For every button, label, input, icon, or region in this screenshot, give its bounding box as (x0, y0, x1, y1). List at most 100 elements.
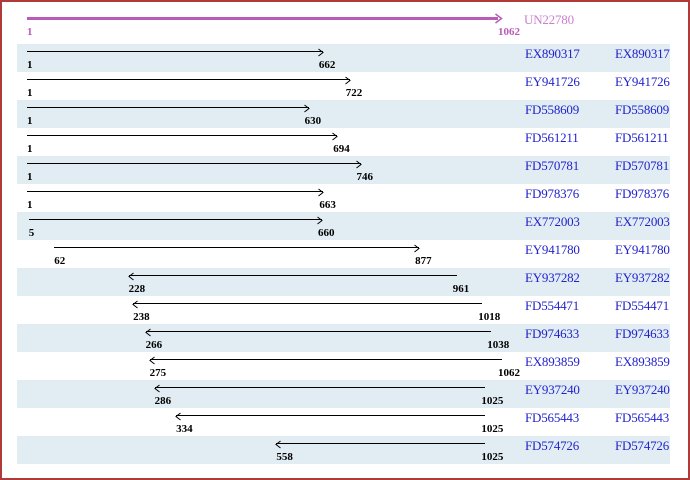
accession-link-secondary[interactable]: FD561211 (615, 130, 669, 145)
arrowhead-icon (318, 188, 325, 197)
arrowhead-icon (355, 160, 362, 169)
accession-link-secondary[interactable]: EY941726 (615, 74, 670, 89)
read-row: 334 1025 FD565443 FD565443 (2, 408, 688, 436)
read-row: 1 722 EY941726 EY941726 (2, 72, 688, 100)
read-row: 1 663 FD978376 FD978376 (2, 184, 688, 212)
read-arrow (175, 412, 486, 421)
accession-link-secondary[interactable]: EX893859 (615, 354, 670, 369)
accession-link-secondary[interactable]: EX772003 (615, 214, 670, 229)
arrowhead-icon (332, 132, 339, 141)
accession-link-primary[interactable]: EY941726 (525, 74, 580, 89)
read-end-pos: 961 (452, 283, 470, 295)
accession-link-secondary[interactable]: FD978376 (615, 186, 670, 201)
row-stripe (17, 436, 670, 464)
read-start-pos: 266 (145, 339, 163, 351)
accession-link-primary[interactable]: FD978376 (525, 186, 580, 201)
accession-link-primary[interactable]: FD561211 (525, 130, 579, 145)
read-start-pos: 1 (27, 115, 33, 127)
reference-name-label: UN22780 (524, 12, 574, 27)
row-stripe (17, 212, 670, 240)
accession-link-secondary[interactable]: FD558609 (615, 102, 670, 117)
accession-link-secondary[interactable]: EY941780 (615, 242, 670, 257)
arrowhead-icon (275, 440, 282, 449)
read-row: 1 630 FD558609 FD558609 (2, 100, 688, 128)
row-stripe (17, 268, 670, 296)
accession-link-secondary[interactable]: FD565443 (615, 410, 670, 425)
arrowhead-icon (144, 328, 151, 337)
accession-link-primary[interactable]: FD570781 (525, 158, 580, 173)
read-start-pos: 1 (27, 59, 33, 71)
row-stripe (17, 156, 670, 184)
read-arrow (27, 48, 324, 57)
read-arrow (27, 132, 339, 141)
reference-end-pos: 1062 (498, 26, 520, 38)
read-row: 1 746 FD570781 FD570781 (2, 156, 688, 184)
arrowhead-icon (132, 300, 138, 309)
read-arrow (275, 440, 486, 449)
read-end-pos: 722 (345, 87, 363, 99)
row-stripe (17, 44, 670, 72)
accession-link-primary[interactable]: EX893859 (525, 354, 580, 369)
read-start-pos: 5 (28, 227, 35, 239)
read-row: 62 877 EY941780 EY941780 (2, 240, 688, 268)
accession-link-primary[interactable]: EY937240 (525, 382, 580, 397)
accession-link-primary[interactable]: EX890317 (525, 46, 580, 61)
arrowhead-icon (303, 104, 310, 113)
read-arrow (148, 356, 502, 365)
read-end-pos: 1018 (478, 311, 501, 323)
accession-link-secondary[interactable]: FD554471 (615, 298, 670, 313)
read-rows: 1 662 EX890317 EX890317 1 722 EY941726 E… (2, 44, 688, 464)
read-row: 1 694 FD561211 FD561211 (2, 128, 688, 156)
read-end-pos: 663 (319, 199, 336, 211)
accession-link-secondary[interactable]: EY937240 (615, 382, 670, 397)
read-arrow (27, 160, 362, 169)
accession-link-secondary[interactable]: FD574726 (615, 438, 670, 453)
accession-link-primary[interactable]: FD558609 (525, 102, 580, 117)
read-start-pos: 228 (128, 283, 146, 295)
row-stripe (17, 100, 670, 128)
accession-link-secondary[interactable]: FD974633 (615, 326, 670, 341)
accession-link-primary[interactable]: EY937282 (525, 270, 580, 285)
read-start-pos: 286 (154, 395, 172, 407)
read-arrow (27, 76, 351, 85)
read-row: 266 1038 FD974633 FD974633 (2, 324, 688, 352)
arrowhead-icon (175, 412, 181, 421)
read-row: 558 1025 FD574726 FD574726 (2, 436, 688, 464)
accession-link-primary[interactable]: EX772003 (525, 214, 580, 229)
read-row: 238 1018 FD554471 FD554471 (2, 296, 688, 324)
accession-link-secondary[interactable]: EX890317 (615, 46, 670, 61)
reference-track: 1 1062 UN22780 (2, 2, 688, 44)
reference-arrow (27, 13, 503, 24)
read-row: 1 662 EX890317 EX890317 (2, 44, 688, 72)
read-end-pos: 1025 (481, 423, 504, 435)
read-arrow (27, 188, 325, 197)
read-end-pos: 1025 (481, 451, 504, 463)
read-end-pos: 660 (318, 227, 335, 239)
accession-link-primary[interactable]: FD574726 (525, 438, 580, 453)
accession-link-secondary[interactable]: FD570781 (615, 158, 670, 173)
read-end-pos: 1025 (481, 395, 504, 407)
read-start-pos: 558 (276, 451, 293, 463)
read-arrow (153, 384, 486, 393)
read-row: 5 660 EX772003 EX772003 (2, 212, 688, 240)
reference-start-pos: 1 (27, 26, 33, 38)
read-start-pos: 334 (176, 423, 193, 435)
read-end-pos: 746 (356, 171, 374, 183)
read-end-pos: 694 (333, 143, 350, 155)
read-start-pos: 1 (27, 199, 33, 211)
read-start-pos: 238 (133, 311, 150, 323)
read-arrow (127, 272, 457, 281)
accession-link-primary[interactable]: EY941780 (525, 242, 580, 257)
read-start-pos: 62 (54, 255, 66, 267)
read-row: 228 961 EY937282 EY937282 (2, 268, 688, 296)
accession-link-primary[interactable]: FD554471 (525, 298, 580, 313)
arrowhead-icon (148, 356, 155, 365)
accession-link-primary[interactable]: FD974633 (525, 326, 580, 341)
accession-link-secondary[interactable]: EY937282 (615, 270, 670, 285)
read-end-pos: 662 (318, 59, 336, 71)
read-start-pos: 1 (27, 171, 33, 183)
read-arrow (27, 104, 310, 113)
read-end-pos: 877 (415, 255, 432, 267)
accession-link-primary[interactable]: FD565443 (525, 410, 580, 425)
